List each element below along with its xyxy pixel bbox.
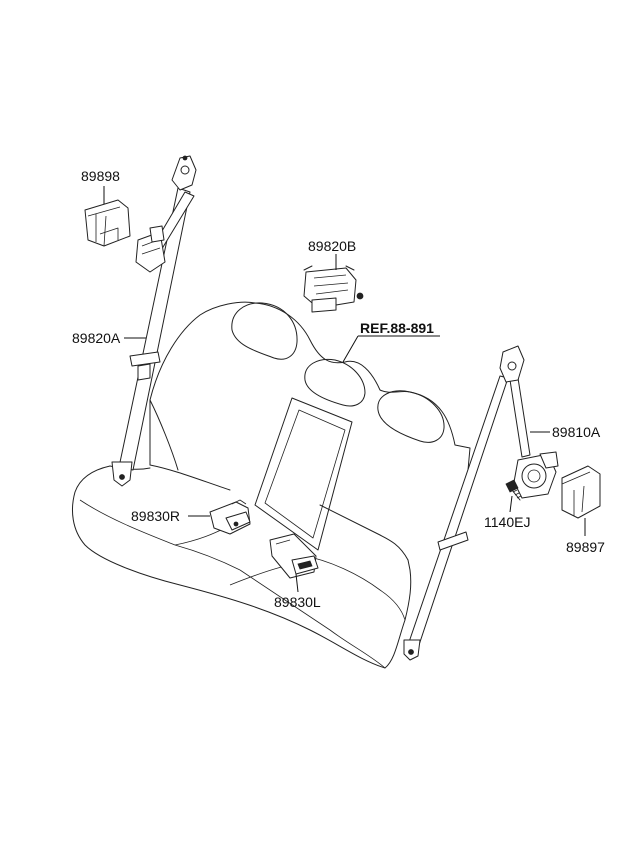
seat-cushion: [72, 465, 412, 669]
label-89897: 89897: [566, 539, 605, 555]
label-89830R: 89830R: [131, 508, 180, 524]
buckle-89830L: [269, 533, 319, 579]
cover-89897: [561, 465, 601, 519]
headrest-right: [377, 390, 445, 443]
belt-assembly-89810A: [403, 345, 559, 661]
label-89810A: 89810A: [552, 424, 601, 440]
belt-assembly-89820A: [111, 155, 197, 487]
leader-lines: [103, 186, 586, 593]
right-belt-webbing: [407, 375, 509, 649]
right-belt-tongue: [437, 531, 469, 551]
center-panel: [254, 397, 353, 551]
buckle-89830R: [209, 499, 251, 535]
headrest-center: [304, 358, 366, 407]
label-ref-88-891: REF.88-891: [360, 320, 434, 336]
label-89820A: 89820A: [72, 330, 121, 346]
label-89830L: 89830L: [274, 594, 321, 610]
headrest-left: [231, 302, 298, 360]
bolt-1140EJ: [505, 479, 522, 501]
left-belt-guide: [129, 351, 161, 367]
center-retractor-89820B: [303, 265, 364, 313]
label-89820B: 89820B: [308, 238, 356, 254]
cover-89898: [84, 199, 131, 247]
label-89898: 89898: [81, 168, 120, 184]
left-belt-lower-anchor: [111, 461, 133, 487]
label-1140EJ: 1140EJ: [484, 514, 530, 530]
